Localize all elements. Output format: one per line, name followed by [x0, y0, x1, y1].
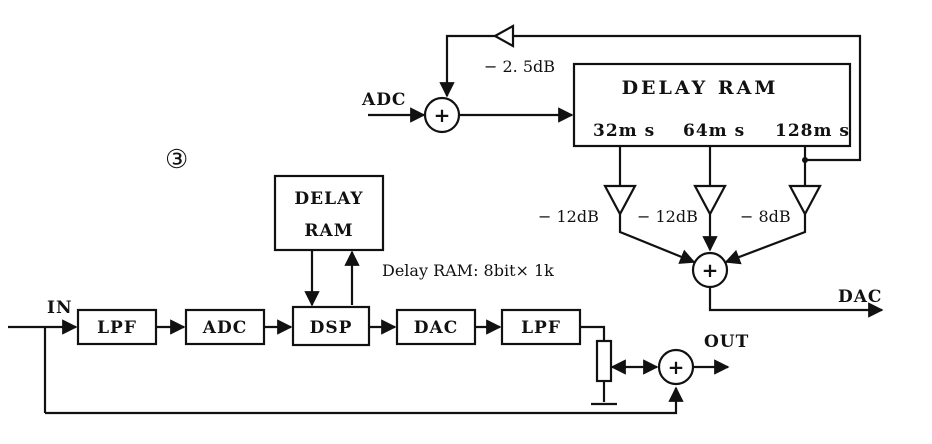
tap-32ms-label: 32m s: [593, 121, 655, 141]
chain-ram-line1: DELAY: [294, 189, 363, 209]
out-summer-plus: +: [668, 355, 685, 379]
adc-block: [184, 308, 266, 346]
bypass-wire: [45, 386, 684, 415]
tap3-attenuator-triangle: [788, 184, 822, 217]
adc-block-label: ADC: [202, 318, 247, 338]
dac-block-label: DAC: [414, 318, 458, 338]
tap3-to-mixer-wire: [724, 214, 807, 265]
lpf-to-pot-wire: [580, 325, 606, 341]
top-adc-label: ADC: [361, 90, 406, 110]
lpf-out-block: [500, 308, 582, 346]
ram-size-note: Delay RAM: 8bit× 1k: [382, 261, 554, 280]
feedback-wire-right: [513, 34, 862, 162]
signal-chain-section: DELAY RAM Delay RAM: 8bit× 1k IN LPF ADC…: [8, 174, 749, 415]
tap1-attenuator-triangle: [603, 184, 637, 217]
lpf-in-block: [76, 308, 158, 346]
tap1-to-mixer-wire: [618, 214, 696, 264]
tap2-attenuator-triangle: [693, 184, 727, 217]
top-dac-label: DAC: [838, 287, 882, 307]
echo-section: ADC + DELAY RAM 32m s 64m s 128m s − 2. …: [361, 24, 884, 318]
feedback-gain-label: − 2. 5dB: [484, 57, 555, 76]
chain-delay-ram-box: [273, 174, 385, 252]
feedback-amp-triangle: [492, 24, 515, 48]
lpf-out-label: LPF: [521, 318, 561, 338]
tap-64ms-label: 64m s: [683, 121, 745, 141]
mixer-to-dac-wire: [708, 287, 884, 318]
dsp-block-label: DSP: [310, 318, 353, 338]
out-label: OUT: [704, 332, 749, 352]
delay-ram-box: [572, 62, 852, 148]
dac-block: [395, 308, 477, 346]
tap3-gain-label: − 8dB: [740, 207, 791, 226]
feedback-wire-left: [439, 34, 495, 98]
potentiometer: [595, 339, 613, 383]
lpf-in-label: LPF: [97, 318, 137, 338]
tap2-gain-label: − 12dB: [637, 207, 698, 226]
figure-number-marker: ③: [165, 145, 188, 175]
delay-ram-label: DELAY RAM: [622, 77, 779, 99]
top-summer-plus: +: [434, 103, 451, 127]
in-label: IN: [47, 298, 73, 318]
dsp-block: [291, 305, 371, 347]
chain-ram-line2: RAM: [304, 221, 353, 241]
top-mixer-plus: +: [702, 258, 719, 282]
tap-128ms-label: 128m s: [775, 121, 850, 141]
tap3-junction-dot: [802, 157, 808, 163]
tap1-gain-label: − 12dB: [538, 207, 599, 226]
